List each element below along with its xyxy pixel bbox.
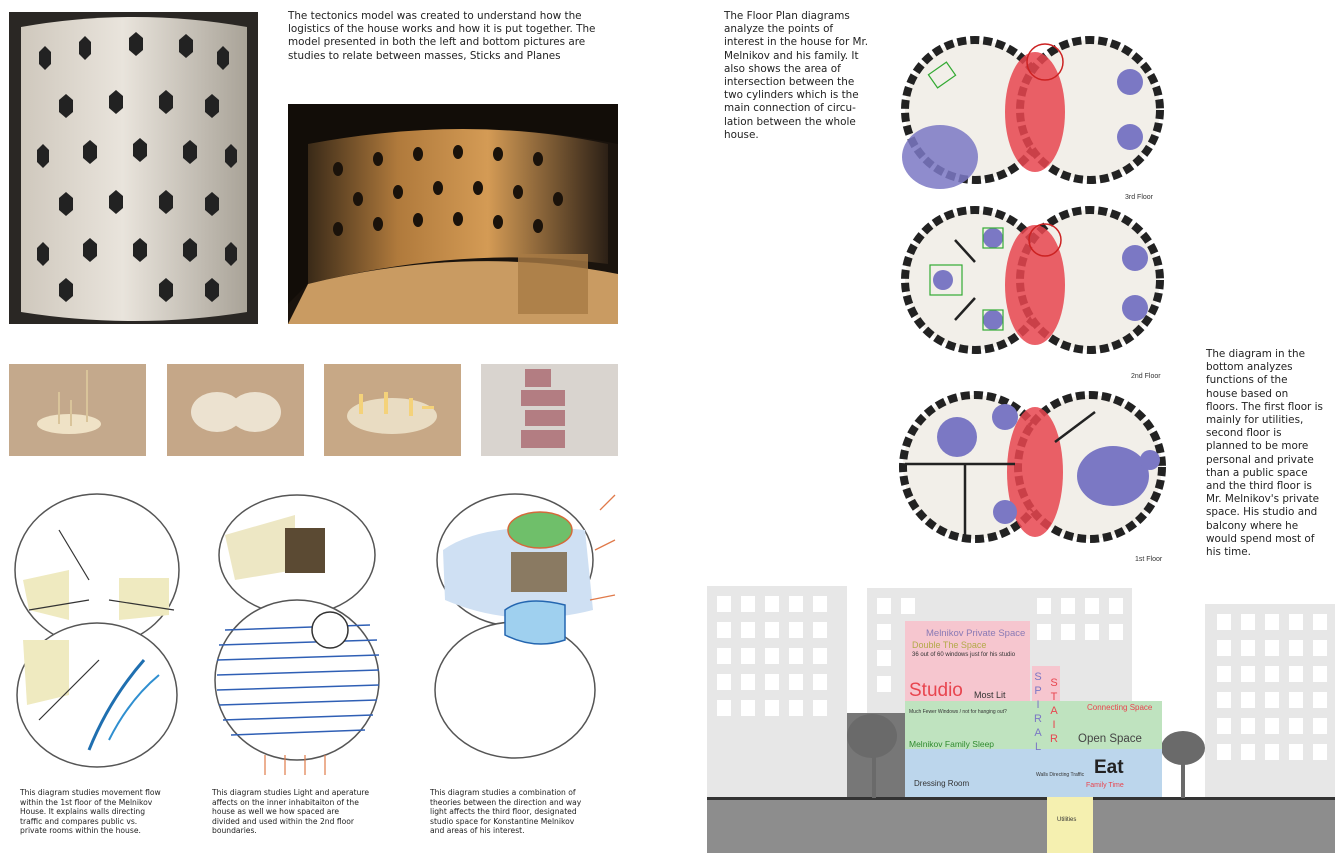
label-windows-note: 36 out of 60 windows just for his studio xyxy=(912,652,1016,658)
model-photo-sticks xyxy=(9,364,146,456)
floor-plan-first: 1st Floor xyxy=(895,372,1170,567)
tectonics-intro-text: The tectonics model was created to under… xyxy=(288,10,596,62)
model-photo-masses xyxy=(481,364,618,456)
stair-letter: I xyxy=(1052,719,1056,731)
model-photo-planes xyxy=(167,364,304,456)
model-photo-walls xyxy=(324,364,461,456)
interior-model-photo xyxy=(288,104,618,324)
stair-letter: R xyxy=(1050,733,1058,745)
spiral-letter: L xyxy=(1034,741,1042,753)
spiral-letter: I xyxy=(1036,699,1040,711)
spiral-letter: R xyxy=(1034,713,1042,725)
label-spiral: S P I R A L xyxy=(1033,670,1043,754)
floor-label-third: 3rd Floor xyxy=(1125,194,1154,201)
floorplan-text: The Floor Plan diagrams analyze the poin… xyxy=(724,10,869,141)
section-diagram xyxy=(707,578,1335,853)
caption-third-floor: This diagram studies a combination of th… xyxy=(430,788,582,836)
floor-label-second: 2nd Floor xyxy=(1131,373,1161,380)
label-fewer-windows: Much Fewer Windows / not for hanging out… xyxy=(909,709,1007,715)
floor-plan-second: 2nd Floor xyxy=(895,200,1170,380)
sketch-third-floor-diagram xyxy=(425,490,620,780)
spiral-letter: P xyxy=(1034,685,1042,697)
label-open-space: Open Space xyxy=(1078,733,1142,745)
label-connecting: Connecting Space xyxy=(1087,703,1153,712)
stair-letter: T xyxy=(1050,691,1058,703)
tectonics-model-photo xyxy=(9,12,258,324)
label-utilities: Utilities xyxy=(1057,817,1077,823)
stair-letter: S xyxy=(1050,677,1058,689)
caption-first-floor: This diagram studies movement flow withi… xyxy=(20,788,161,836)
label-family-time: Family Time xyxy=(1086,782,1124,789)
sketch-first-floor-diagram xyxy=(9,490,194,780)
spiral-letter: S xyxy=(1034,671,1042,683)
label-private-space: Melnikov Private Space xyxy=(926,628,1026,639)
floor-label-first: 1st Floor xyxy=(1135,556,1163,563)
label-studio: Studio xyxy=(909,680,963,701)
label-dressing: Dressing Room xyxy=(914,779,970,788)
label-family-sleep: Melnikov Family Sleep xyxy=(909,739,995,749)
label-walls-traffic: Walls Directing Traffic xyxy=(1036,772,1085,778)
sketch-second-floor-diagram xyxy=(205,490,390,780)
label-double-space: Double The Space xyxy=(912,640,987,650)
label-eat: Eat xyxy=(1094,757,1124,778)
caption-second-floor: This diagram studies Light and aperature… xyxy=(212,788,370,836)
label-most-lit: Most Lit xyxy=(974,690,1006,700)
spiral-letter: A xyxy=(1034,727,1042,739)
floor-plan-third: 3rd Floor xyxy=(895,22,1170,202)
stair-letter: A xyxy=(1050,705,1058,717)
functions-text: The diagram in the bottom analyzes funct… xyxy=(1206,348,1323,559)
label-stair: S T A I R xyxy=(1049,676,1059,746)
